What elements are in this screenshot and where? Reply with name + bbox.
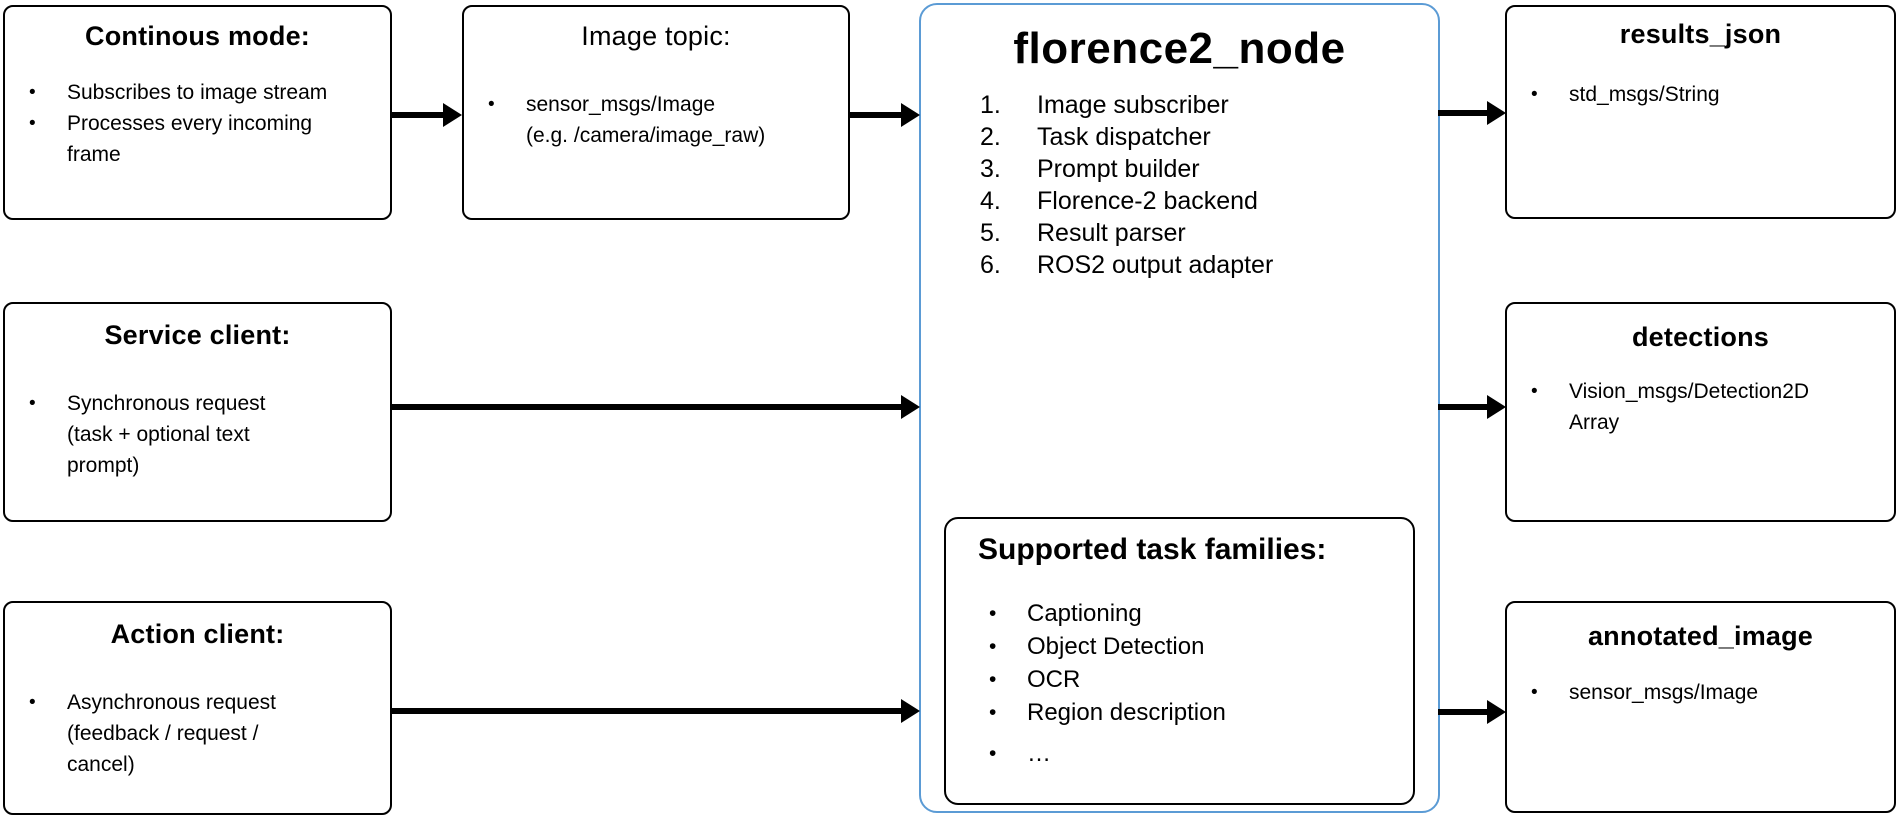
component-label: ROS2 output adapter [1037, 251, 1274, 279]
component-label: Prompt builder [1037, 155, 1200, 183]
arrow-head-icon [901, 395, 920, 419]
node-title: florence2_node [1013, 24, 1346, 73]
arrow-node-to-results-json [1438, 101, 1506, 125]
bullet-dot-icon: • [29, 692, 36, 713]
bullet-label: Processes every incoming frame [67, 112, 313, 166]
list-item: • Vision_msgs/Detection2D Array [1507, 376, 1894, 438]
image-topic-heading: Image topic: [581, 21, 731, 51]
bullet-label: Captioning [1027, 600, 1142, 627]
bullet-label: sensor_msgs/Image [1569, 681, 1759, 704]
bullet-label: Subscribes to image stream [67, 81, 328, 104]
arrow-head-icon [443, 103, 462, 127]
supported-tasks-bullets: • Captioning • Object Detection • OCR • … [946, 597, 1413, 770]
supported-tasks-heading: Supported task families: [978, 533, 1327, 566]
image-topic-bullets: • sensor_msgs/Image (e.g. /camera/image_… [464, 89, 848, 151]
arrow-shaft [849, 112, 903, 118]
component-label: Florence-2 backend [1037, 187, 1258, 215]
arrow-node-to-detections [1438, 395, 1506, 419]
list-item: Florence-2 backend [921, 185, 1438, 217]
list-item: Image subscriber [921, 89, 1438, 121]
annotated-image-heading: annotated_image [1587, 621, 1814, 651]
arrow-shaft [1438, 110, 1489, 116]
list-item: • sensor_msgs/Image (e.g. /camera/image_… [464, 89, 848, 151]
bullet-label: Region description [1027, 699, 1226, 726]
detections-bullets: • Vision_msgs/Detection2D Array [1507, 376, 1894, 438]
list-item: • Captioning [946, 597, 1413, 630]
detections-box: detections • Vision_msgs/Detection2D Arr… [1505, 302, 1896, 522]
list-item: • Asynchronous request (feedback / reque… [5, 687, 390, 780]
continuous-mode-bullets: • Subscribes to image stream • Processes… [5, 77, 390, 170]
component-label: Image subscriber [1037, 91, 1229, 119]
list-item: • sensor_msgs/Image [1507, 677, 1894, 708]
service-client-box: Service client: • Synchronous request (t… [3, 302, 392, 522]
bullet-dot-icon: • [29, 113, 36, 134]
action-client-heading: Action client: [110, 619, 285, 649]
continuous-mode-box: Continous mode: • Subscribes to image st… [3, 5, 392, 220]
arrow-head-icon [1487, 101, 1506, 125]
bullet-label: Asynchronous request (feedback / request… [67, 691, 276, 776]
arrow-shaft [1438, 709, 1489, 715]
arrow-image-topic-to-node [849, 103, 920, 127]
bullet-dot-icon: • [1531, 682, 1538, 703]
arrow-head-icon [901, 103, 920, 127]
arrow-head-icon [1487, 700, 1506, 724]
bullet-label: Synchronous request (task + optional tex… [67, 392, 266, 477]
bullet-dot-icon: • [989, 635, 997, 658]
bullet-dot-icon: • [488, 94, 495, 115]
component-label: Result parser [1037, 219, 1186, 247]
bullet-dot-icon: • [29, 393, 36, 414]
service-client-heading: Service client: [104, 320, 291, 350]
service-client-bullets: • Synchronous request (task + optional t… [5, 388, 390, 481]
list-item: • Region description [946, 696, 1413, 729]
list-item: Prompt builder [921, 153, 1438, 185]
results-json-bullets: • std_msgs/String [1507, 79, 1894, 110]
arrow-head-icon [1487, 395, 1506, 419]
list-item: • Object Detection [946, 630, 1413, 663]
arrow-shaft [1438, 404, 1489, 410]
image-topic-box: Image topic: • sensor_msgs/Image (e.g. /… [462, 5, 850, 220]
list-item: Task dispatcher [921, 121, 1438, 153]
action-client-bullets: • Asynchronous request (feedback / reque… [5, 687, 390, 780]
bullet-dot-icon: • [29, 82, 36, 103]
results-json-heading: results_json [1619, 19, 1782, 49]
arrow-node-to-annotated-image [1438, 700, 1506, 724]
bullet-dot-icon: • [989, 701, 997, 724]
component-label: Task dispatcher [1037, 123, 1211, 151]
arrow-shaft [391, 112, 445, 118]
bullet-dot-icon: • [989, 742, 997, 765]
bullet-label: sensor_msgs/Image (e.g. /camera/image_ra… [526, 93, 766, 147]
bullet-dot-icon: • [989, 668, 997, 691]
continuous-mode-heading: Continous mode: [85, 21, 310, 51]
node-component-list: Image subscriber Task dispatcher Prompt … [921, 89, 1438, 281]
bullet-label: OCR [1027, 666, 1081, 693]
arrow-action-client-to-node [391, 699, 920, 723]
list-item: • Processes every incoming frame [5, 108, 390, 170]
annotated-image-box: annotated_image • sensor_msgs/Image [1505, 601, 1896, 813]
bullet-label: … [1027, 740, 1051, 767]
bullet-dot-icon: • [1531, 381, 1538, 402]
arrow-head-icon [901, 699, 920, 723]
results-json-box: results_json • std_msgs/String [1505, 5, 1896, 219]
supported-tasks-box: Supported task families: • Captioning • … [944, 517, 1415, 805]
bullet-label: Object Detection [1027, 633, 1205, 660]
annotated-image-bullets: • sensor_msgs/Image [1507, 677, 1894, 708]
arrow-shaft [391, 404, 903, 410]
florence2-node-box: florence2_node Image subscriber Task dis… [919, 3, 1440, 813]
list-item: • … [946, 737, 1413, 770]
arrow-continuous-to-image-topic [391, 103, 462, 127]
action-client-box: Action client: • Asynchronous request (f… [3, 601, 392, 815]
list-item: • std_msgs/String [1507, 79, 1894, 110]
bullet-dot-icon: • [1531, 84, 1538, 105]
arrow-service-client-to-node [391, 395, 920, 419]
list-item: Result parser [921, 217, 1438, 249]
bullet-dot-icon: • [989, 602, 997, 625]
bullet-label: std_msgs/String [1569, 83, 1720, 106]
bullet-label: Vision_msgs/Detection2D Array [1569, 380, 1810, 434]
detections-heading: detections [1631, 322, 1770, 352]
list-item: • Subscribes to image stream [5, 77, 390, 108]
list-item: • Synchronous request (task + optional t… [5, 388, 390, 481]
arrow-shaft [391, 708, 903, 714]
list-item: ROS2 output adapter [921, 249, 1438, 281]
list-item: • OCR [946, 663, 1413, 696]
